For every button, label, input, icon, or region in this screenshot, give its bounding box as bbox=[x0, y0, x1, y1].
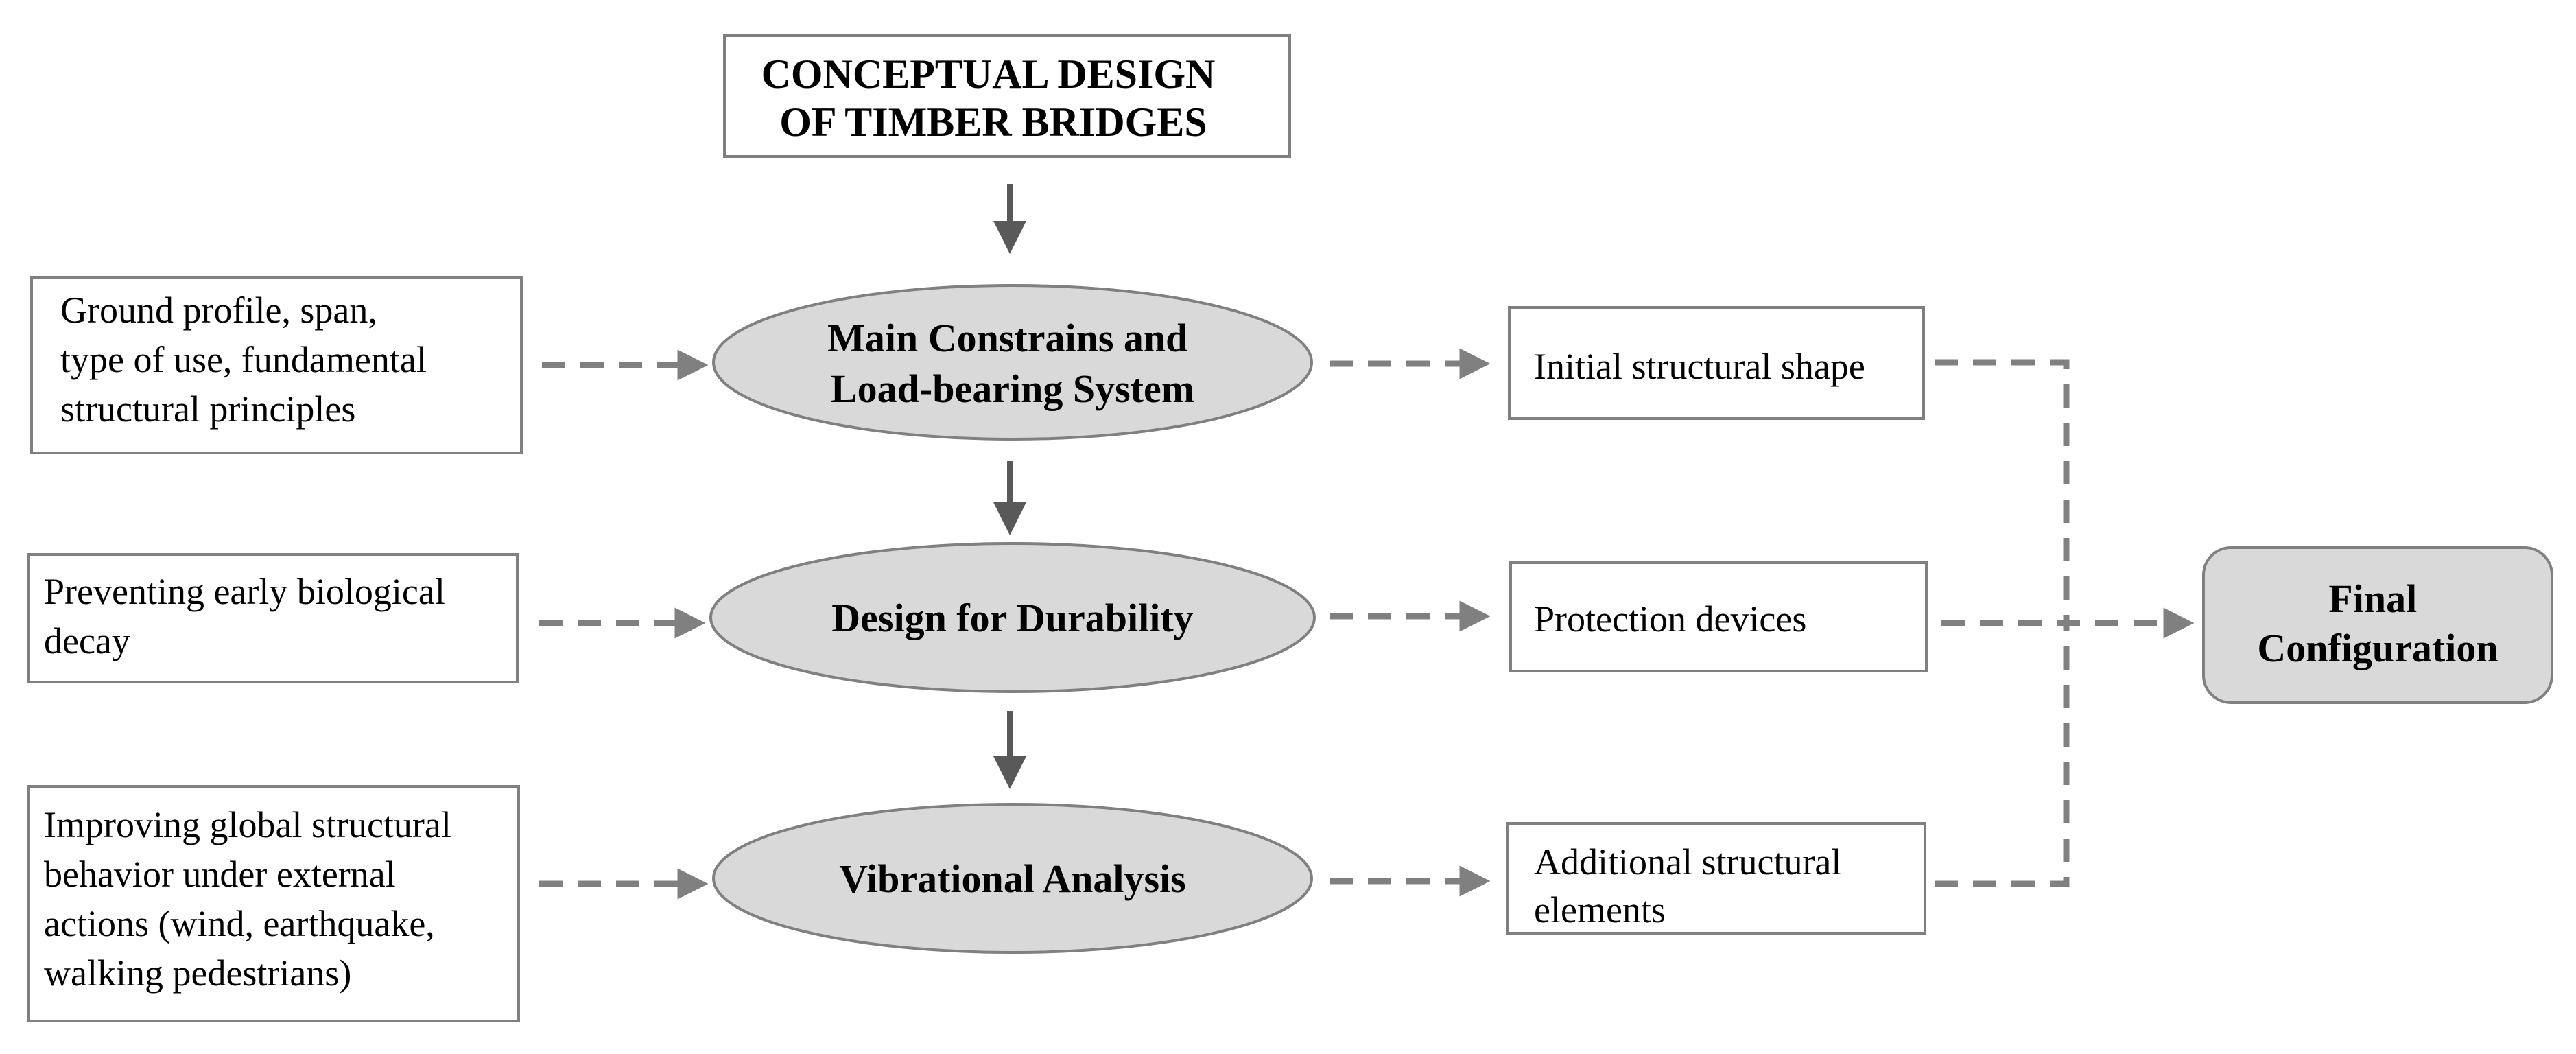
input-1-line-2: type of use, fundamental bbox=[60, 339, 427, 380]
svg-text:CONCEPTUAL DESIGN OF TIM: CONCEPTUAL DESIGN OF TIMBER BRIDGES bbox=[761, 51, 1226, 145]
step-vibrational-analysis: Vibrational Analysis bbox=[712, 803, 1313, 954]
final-line-2: Configuration bbox=[2257, 626, 2498, 670]
svg-text:Main Constrains and Load: Main Constrains and Load-bearing System bbox=[827, 316, 1198, 411]
title-line-2: OF TIMBER BRIDGES bbox=[779, 99, 1207, 145]
input-box-ground-profile: Ground profile, span, type of use, funda… bbox=[30, 276, 523, 454]
input-3-line-2: behavior under external bbox=[44, 854, 396, 895]
input-3-line-4: walking pedestrians) bbox=[44, 952, 351, 994]
final-configuration-box: Final Configuration bbox=[2202, 546, 2553, 704]
svg-text:Improving global structural: Improving global structural behavior und… bbox=[44, 804, 460, 994]
output-3-line-1: Additional structural bbox=[1534, 841, 1841, 882]
input-3-line-1: Improving global structural bbox=[44, 804, 451, 845]
output-box-protection-devices: Protection devices bbox=[1509, 561, 1928, 672]
title-box: CONCEPTUAL DESIGN OF TIMBER BRIDGES bbox=[723, 34, 1291, 158]
input-2-line-2: decay bbox=[44, 620, 130, 661]
final-line-1: Final bbox=[2328, 576, 2417, 621]
svg-text:Protection devices: Protection devices bbox=[1534, 598, 1806, 640]
svg-text:Ground profile, span, ty: Ground profile, span, type of use, funda… bbox=[60, 290, 436, 430]
output-2-line-1: Protection devices bbox=[1534, 598, 1806, 640]
step-1-line-2: Load-bearing System bbox=[831, 366, 1194, 411]
step-design-durability: Design for Durability bbox=[709, 542, 1316, 693]
input-3-line-3: actions (wind, earthquake, bbox=[44, 903, 435, 944]
input-box-global-behavior: Improving global structural behavior und… bbox=[27, 785, 520, 1022]
dashed-connector-top bbox=[1935, 359, 2070, 622]
dashed-connector-bottom bbox=[1935, 622, 2070, 887]
step-1-line-1: Main Constrains and bbox=[827, 316, 1187, 360]
output-3-line-2: elements bbox=[1534, 889, 1666, 930]
svg-text:Design for Durability: Design for Durability bbox=[831, 596, 1193, 640]
svg-text:Initial structural shape: Initial structural shape bbox=[1534, 346, 1865, 387]
output-box-additional-elements: Additional structural elements bbox=[1506, 822, 1926, 935]
svg-text:Vibrational Analysis: Vibrational Analysis bbox=[839, 856, 1185, 901]
input-1-line-3: structural principles bbox=[60, 388, 355, 430]
step-main-constraints: Main Constrains and Load-bearing System bbox=[712, 284, 1313, 441]
step-2-line-1: Design for Durability bbox=[831, 596, 1193, 640]
input-1-line-1: Ground profile, span, bbox=[60, 290, 377, 331]
svg-text:Final Configuration: Final Configuration bbox=[2257, 576, 2498, 670]
output-1-line-1: Initial structural shape bbox=[1534, 346, 1865, 387]
input-2-line-1: Preventing early biological bbox=[44, 571, 445, 612]
title-line-1: CONCEPTUAL DESIGN bbox=[761, 51, 1216, 97]
input-box-biological-decay: Preventing early biological decay bbox=[27, 553, 519, 683]
svg-text:Additional structural el: Additional structural elements bbox=[1534, 841, 1851, 930]
step-3-line-1: Vibrational Analysis bbox=[839, 856, 1185, 901]
output-box-initial-shape: Initial structural shape bbox=[1508, 306, 1925, 420]
svg-text:Preventing early biological: Preventing early biological decay bbox=[44, 571, 454, 661]
